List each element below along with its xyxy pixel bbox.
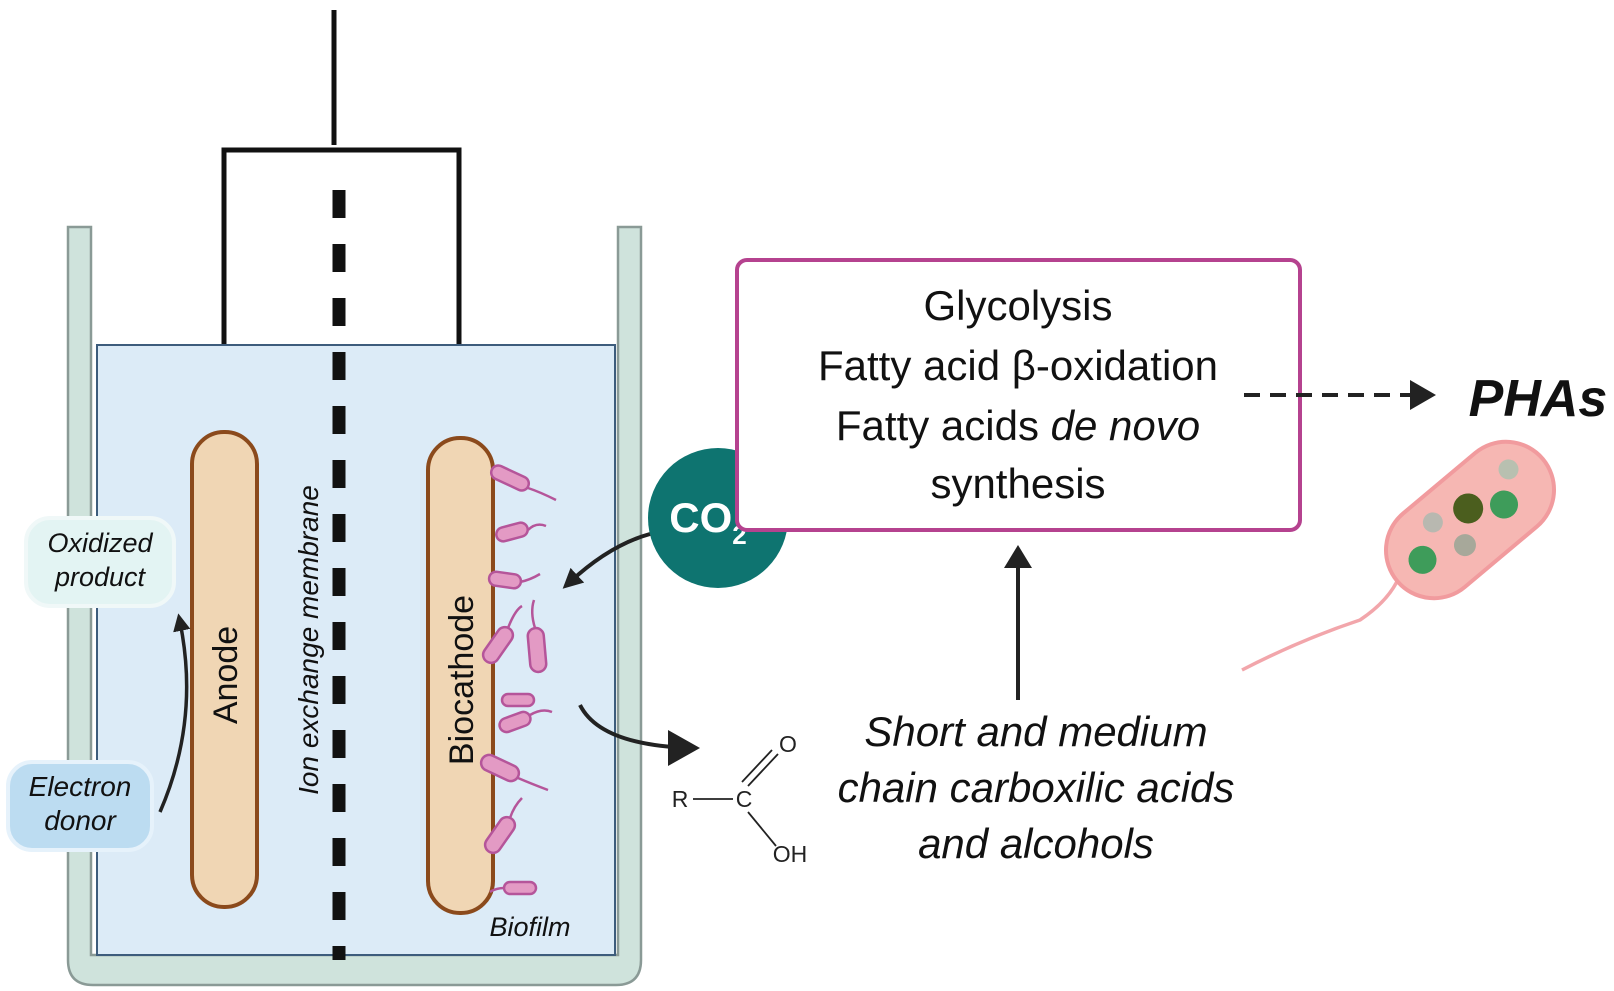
oxidation-arrow bbox=[158, 613, 191, 813]
anode-label: Anode bbox=[207, 626, 245, 724]
membrane-label: Ion exchange membrane bbox=[293, 485, 324, 795]
svg-text:C: C bbox=[736, 786, 753, 812]
electron-donor-badge: Electron donor bbox=[6, 760, 154, 852]
svg-text:Glycolysis: Glycolysis bbox=[923, 282, 1112, 329]
external-circuit-wire bbox=[221, 10, 462, 435]
carboxylic-acid-structure bbox=[693, 749, 779, 847]
metabolic-pathway-box: Glycolysis Fatty acid β-oxidation Fatty … bbox=[735, 258, 1302, 532]
svg-text:synthesis: synthesis bbox=[930, 460, 1105, 507]
biofilm-label: Biofilm bbox=[489, 912, 570, 942]
svg-text:CO2: CO2 bbox=[669, 494, 746, 550]
svg-text:Electron: Electron bbox=[29, 771, 132, 802]
svg-text:and alcohols: and alcohols bbox=[918, 820, 1154, 867]
biocathode-label: Biocathode bbox=[443, 595, 481, 765]
pha-arrow-head bbox=[1410, 380, 1436, 410]
svg-text:R: R bbox=[672, 786, 689, 812]
svg-text:chain carboxilic acids: chain carboxilic acids bbox=[838, 764, 1235, 811]
phas-label: PHAs bbox=[1469, 370, 1608, 428]
oxidized-product-badge: Oxidized product bbox=[24, 516, 176, 608]
svg-text:donor: donor bbox=[44, 805, 117, 836]
svg-text:product: product bbox=[54, 562, 147, 592]
pha-bacterium bbox=[1241, 439, 1557, 672]
svg-text:Fatty acid β-oxidation: Fatty acid β-oxidation bbox=[818, 342, 1218, 389]
svg-text:Oxidized: Oxidized bbox=[47, 528, 153, 558]
co2-uptake-arrow bbox=[562, 532, 651, 589]
biocathode-electrode: Biocathode bbox=[426, 436, 495, 915]
up-arrow-head bbox=[1004, 545, 1032, 568]
svg-text:Short and medium: Short and medium bbox=[864, 708, 1207, 755]
release-arrow-head bbox=[668, 730, 700, 766]
products-text: Short and medium chain carboxilic acids … bbox=[838, 708, 1235, 867]
svg-text:Fatty acids de novo: Fatty acids de novo bbox=[836, 402, 1200, 449]
biofilm-bacteria bbox=[479, 464, 557, 896]
anode-electrode: Anode bbox=[190, 430, 259, 909]
svg-text:OH: OH bbox=[773, 841, 808, 867]
svg-text:O: O bbox=[779, 731, 797, 757]
